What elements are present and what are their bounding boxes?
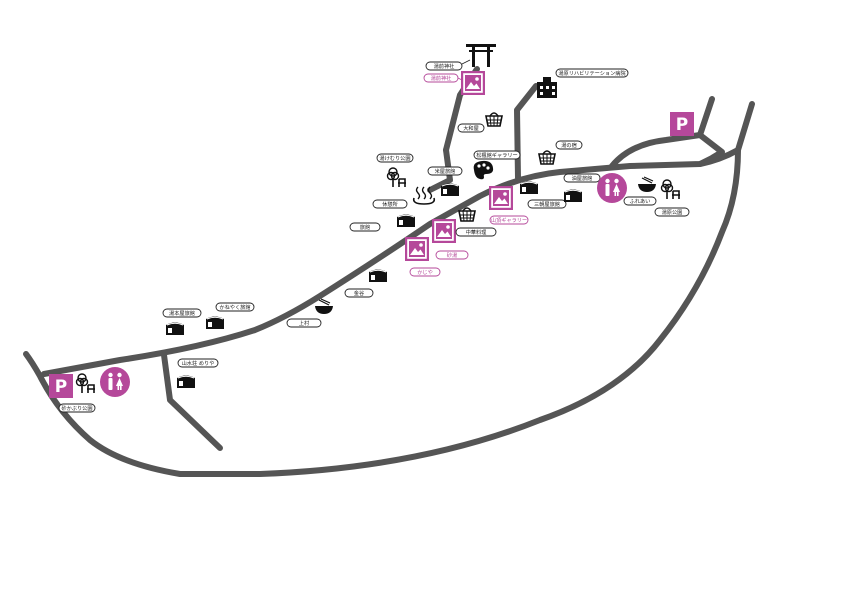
svg-text:旅館: 旅館 bbox=[360, 223, 370, 231]
shop-basket-icon bbox=[458, 207, 476, 222]
shop-basket-icon bbox=[538, 150, 556, 165]
svg-text:ふれあい: ふれあい bbox=[630, 198, 651, 205]
shrine-label: 湯前神社 bbox=[425, 59, 471, 71]
torii-icon bbox=[466, 44, 496, 67]
ryokan-icon bbox=[563, 189, 583, 203]
ryokan-icon bbox=[165, 322, 185, 336]
shrine-gallery-label: 湯前神社 bbox=[423, 73, 463, 83]
store-ohashi-label: 大和屋 bbox=[457, 123, 485, 133]
svg-text:中華料理: 中華料理 bbox=[466, 228, 488, 236]
svg-text:湯原公園: 湯原公園 bbox=[662, 208, 683, 216]
onsen-icon bbox=[412, 186, 436, 205]
hospital-icon bbox=[537, 77, 557, 98]
road-network bbox=[23, 66, 755, 477]
ryokan-a-label: 米屋旅館 bbox=[427, 166, 463, 176]
gallery-d-label: かじや bbox=[409, 267, 441, 277]
park-icon bbox=[386, 167, 407, 188]
ryokan-g-label: 山水荘 めりや bbox=[177, 358, 219, 368]
park-b-label: 湯原公園 bbox=[654, 207, 690, 217]
store-yunoyado-label: 湯の宿 bbox=[555, 140, 583, 150]
parking-icon bbox=[670, 112, 694, 136]
ryokan-icon bbox=[176, 375, 196, 389]
svg-text:大和屋: 大和屋 bbox=[463, 124, 479, 132]
ryokan-e-label: 湯本屋旅館 bbox=[162, 308, 202, 318]
svg-text:かじや: かじや bbox=[417, 268, 433, 276]
svg-text:湯原リハビリテーション病院: 湯原リハビリテーション病院 bbox=[558, 69, 626, 77]
shop-river-label: ふれあい bbox=[623, 196, 657, 206]
svg-text:三朝屋旅館: 三朝屋旅館 bbox=[534, 200, 560, 208]
svg-text:米屋旅館: 米屋旅館 bbox=[435, 167, 456, 175]
park-icon bbox=[660, 179, 681, 200]
noodle-icon bbox=[637, 176, 657, 193]
svg-text:休憩所: 休憩所 bbox=[382, 200, 398, 208]
rehab-center-label: 湯原リハビリテーション病院 bbox=[555, 68, 629, 78]
gallery-icon bbox=[432, 219, 456, 243]
shop-basket-icon bbox=[485, 112, 503, 127]
gallery-icon bbox=[489, 186, 513, 210]
ryokan-icon bbox=[519, 181, 539, 195]
gallery-b-label: 山頂ギャラリー bbox=[489, 215, 529, 225]
svg-text:湯本屋旅館: 湯本屋旅館 bbox=[169, 309, 195, 317]
shop-kame-label: 金谷 bbox=[344, 288, 374, 298]
gallery-icon bbox=[461, 71, 485, 95]
svg-text:上村: 上村 bbox=[299, 319, 309, 327]
restroom-icon bbox=[100, 367, 130, 397]
ryokan-icon bbox=[205, 316, 225, 330]
ryokan-icon bbox=[368, 269, 388, 283]
svg-text:湯前神社: 湯前神社 bbox=[434, 62, 455, 70]
noodle-label: 上村 bbox=[286, 318, 322, 328]
svg-text:金谷: 金谷 bbox=[354, 289, 365, 297]
svg-text:砂かぶり公園: 砂かぶり公園 bbox=[61, 404, 92, 412]
ryokan-icon bbox=[440, 183, 460, 197]
gallery-c-label: 砂湯 bbox=[435, 250, 469, 260]
park-a-label: 湯けむり公園 bbox=[376, 153, 414, 163]
park-icon bbox=[75, 373, 96, 394]
svg-text:山水荘 めりや: 山水荘 めりや bbox=[182, 359, 215, 367]
svg-text:油屋旅館: 油屋旅館 bbox=[572, 174, 593, 182]
svg-text:湯の宿: 湯の宿 bbox=[561, 141, 577, 149]
svg-text:砂湯: 砂湯 bbox=[447, 251, 457, 259]
ryokan-b-label: 旅館 bbox=[349, 222, 381, 232]
noodle-icon bbox=[314, 298, 334, 315]
svg-text:湯前神社: 湯前神社 bbox=[431, 74, 452, 82]
kyuko-label: 休憩所 bbox=[372, 199, 408, 209]
shop-naka-label: 中華料理 bbox=[455, 227, 497, 237]
svg-text:湯けむり公園: 湯けむり公園 bbox=[379, 154, 410, 162]
ryokan-d-label: 油屋旅館 bbox=[563, 173, 601, 183]
restroom-icon bbox=[597, 173, 627, 203]
gallery-a-label: 松楓館ギャラリー bbox=[473, 150, 521, 160]
ryokan-c-label: 三朝屋旅館 bbox=[527, 199, 567, 209]
parking-icon bbox=[49, 374, 73, 398]
svg-text:かねやく旅館: かねやく旅館 bbox=[219, 303, 250, 311]
ryokan-f-label: かねやく旅館 bbox=[215, 302, 255, 312]
gallery-icon bbox=[405, 237, 429, 261]
park-c-label: 砂かぶり公園 bbox=[58, 403, 96, 413]
svg-text:松楓館ギャラリー: 松楓館ギャラリー bbox=[476, 151, 518, 159]
svg-text:山頂ギャラリー: 山頂ギャラリー bbox=[491, 216, 527, 224]
palette-icon bbox=[473, 160, 494, 180]
ryokan-icon bbox=[396, 214, 416, 228]
